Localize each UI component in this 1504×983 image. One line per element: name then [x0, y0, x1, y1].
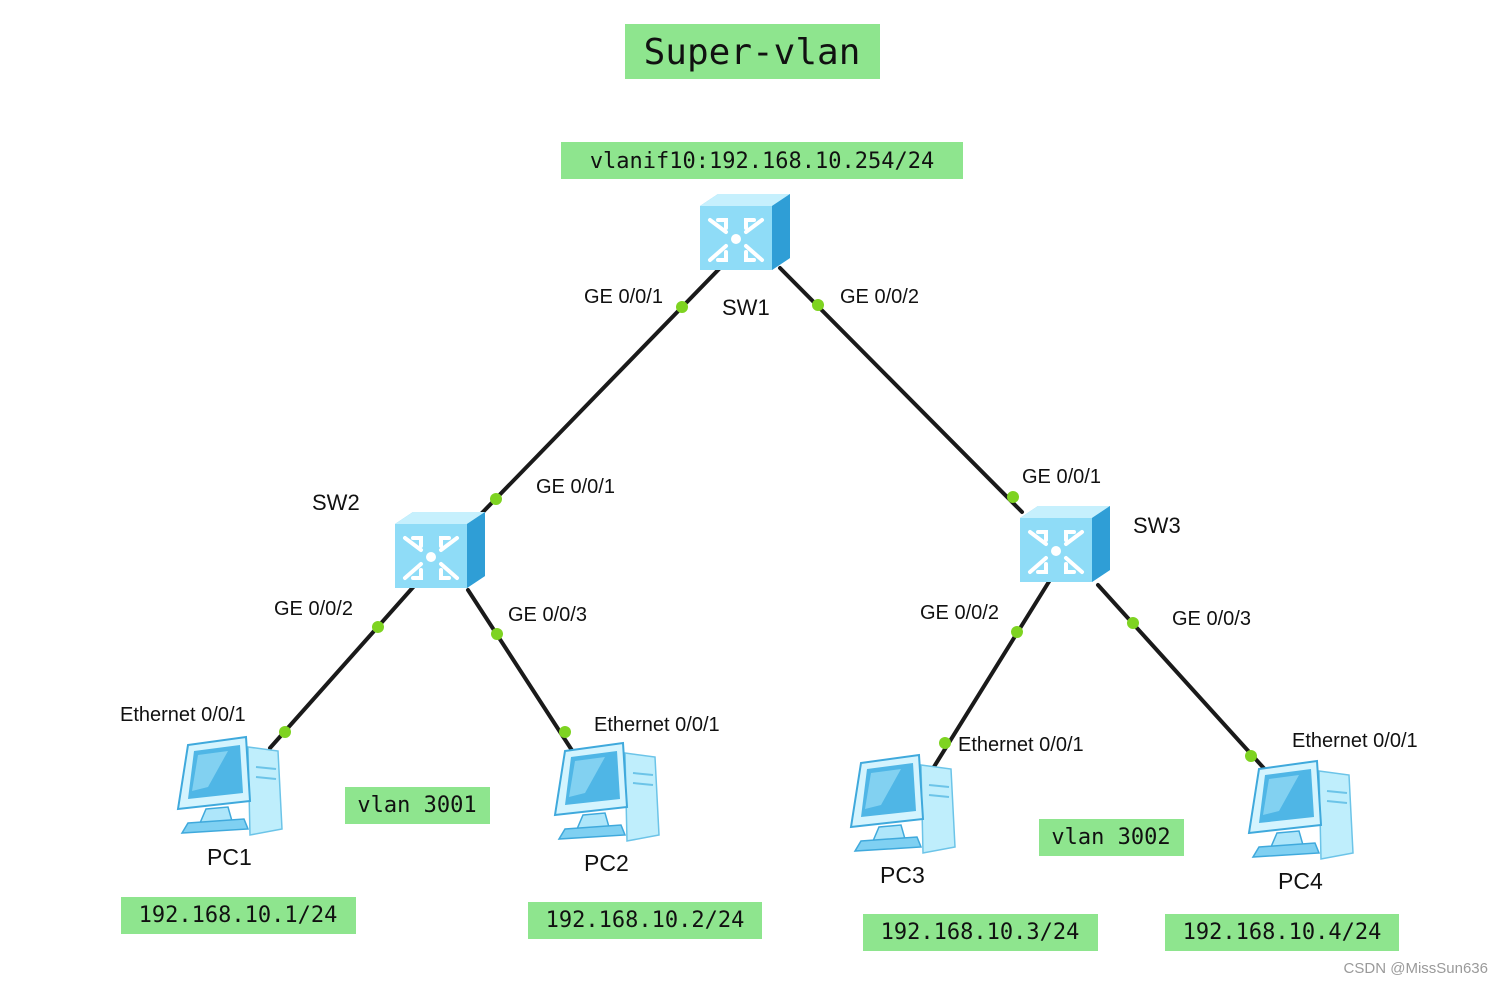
pc3-ip-box	[863, 914, 1098, 951]
port-dot-pc1-eth	[279, 726, 291, 738]
pc1-ip-label: 192.168.10.1/24	[139, 903, 338, 928]
port-label-pc4-eth: Ethernet 0/0/1	[1292, 730, 1418, 752]
pc4-ip-label: 192.168.10.4/24	[1183, 920, 1382, 945]
computer-icon-pc1[interactable]	[177, 736, 283, 836]
link-sw3-pc4	[1096, 583, 1272, 777]
sw1-ip-box	[561, 142, 963, 179]
port-dot-sw3-ge1	[1007, 491, 1019, 503]
port-label-sw3-ge1: GE 0/0/1	[1022, 466, 1101, 488]
pc-name-pc1: PC1	[207, 844, 252, 870]
vlan-right-box	[1039, 819, 1184, 856]
computer-icon-pc3[interactable]	[850, 754, 956, 854]
port-label-sw1-ge1: GE 0/0/1	[584, 286, 663, 308]
vlan-left-label: vlan 3001	[357, 793, 476, 818]
pc2-ip-box	[528, 902, 762, 939]
title-box	[625, 24, 880, 79]
link-sw2-pc2	[466, 588, 577, 757]
port-dot-sw2-ge3	[491, 628, 503, 640]
switch-name-sw2: SW2	[312, 490, 360, 515]
switch-icon-sw1[interactable]	[698, 192, 792, 272]
port-label-sw2-ge3: GE 0/0/3	[508, 604, 587, 626]
switch-name-sw1: SW1	[722, 295, 770, 320]
port-label-sw2-ge1: GE 0/0/1	[536, 476, 615, 498]
pc-name-pc4: PC4	[1278, 868, 1323, 894]
sw1-ip-label: vlanif10:192.168.10.254/24	[590, 149, 934, 174]
port-dot-sw1-ge1	[676, 301, 688, 313]
pc-name-pc3: PC3	[880, 862, 925, 888]
port-dot-sw1-ge2	[812, 299, 824, 311]
pc-name-pc2: PC2	[584, 850, 629, 876]
diagram-title: Super-vlan	[644, 32, 861, 73]
switch-name-sw3: SW3	[1133, 513, 1181, 538]
vlan-left-box	[345, 787, 490, 824]
vlan-right-label: vlan 3002	[1051, 825, 1170, 850]
port-label-sw3-ge3: GE 0/0/3	[1172, 608, 1251, 630]
port-label-pc2-eth: Ethernet 0/0/1	[594, 714, 720, 736]
port-label-pc1-eth: Ethernet 0/0/1	[120, 704, 246, 726]
port-dot-sw3-ge2	[1011, 626, 1023, 638]
port-label-sw1-ge2: GE 0/0/2	[840, 286, 919, 308]
port-dot-sw2-ge1	[490, 493, 502, 505]
pc3-ip-label: 192.168.10.3/24	[881, 920, 1080, 945]
switch-icon-sw3[interactable]	[1018, 504, 1112, 584]
port-label-sw3-ge2: GE 0/0/2	[920, 602, 999, 624]
pc4-ip-box	[1165, 914, 1399, 951]
switch-icon-sw2[interactable]	[393, 510, 487, 590]
link-sw2-pc1	[268, 583, 417, 750]
computer-icon-pc4[interactable]	[1248, 760, 1354, 860]
pc2-ip-label: 192.168.10.2/24	[546, 908, 745, 933]
pc1-ip-box	[121, 897, 356, 934]
port-label-pc3-eth: Ethernet 0/0/1	[958, 734, 1084, 756]
port-dot-pc2-eth	[559, 726, 571, 738]
link-sw3-pc3	[930, 578, 1052, 772]
port-dot-sw3-ge3	[1127, 617, 1139, 629]
port-dot-sw2-ge2	[372, 621, 384, 633]
computer-icon-pc2[interactable]	[554, 742, 660, 842]
watermark: CSDN @MissSun636	[1344, 960, 1488, 977]
port-dot-pc3-eth	[939, 737, 951, 749]
port-label-sw2-ge2: GE 0/0/2	[274, 598, 353, 620]
port-dot-pc4-eth	[1245, 750, 1257, 762]
